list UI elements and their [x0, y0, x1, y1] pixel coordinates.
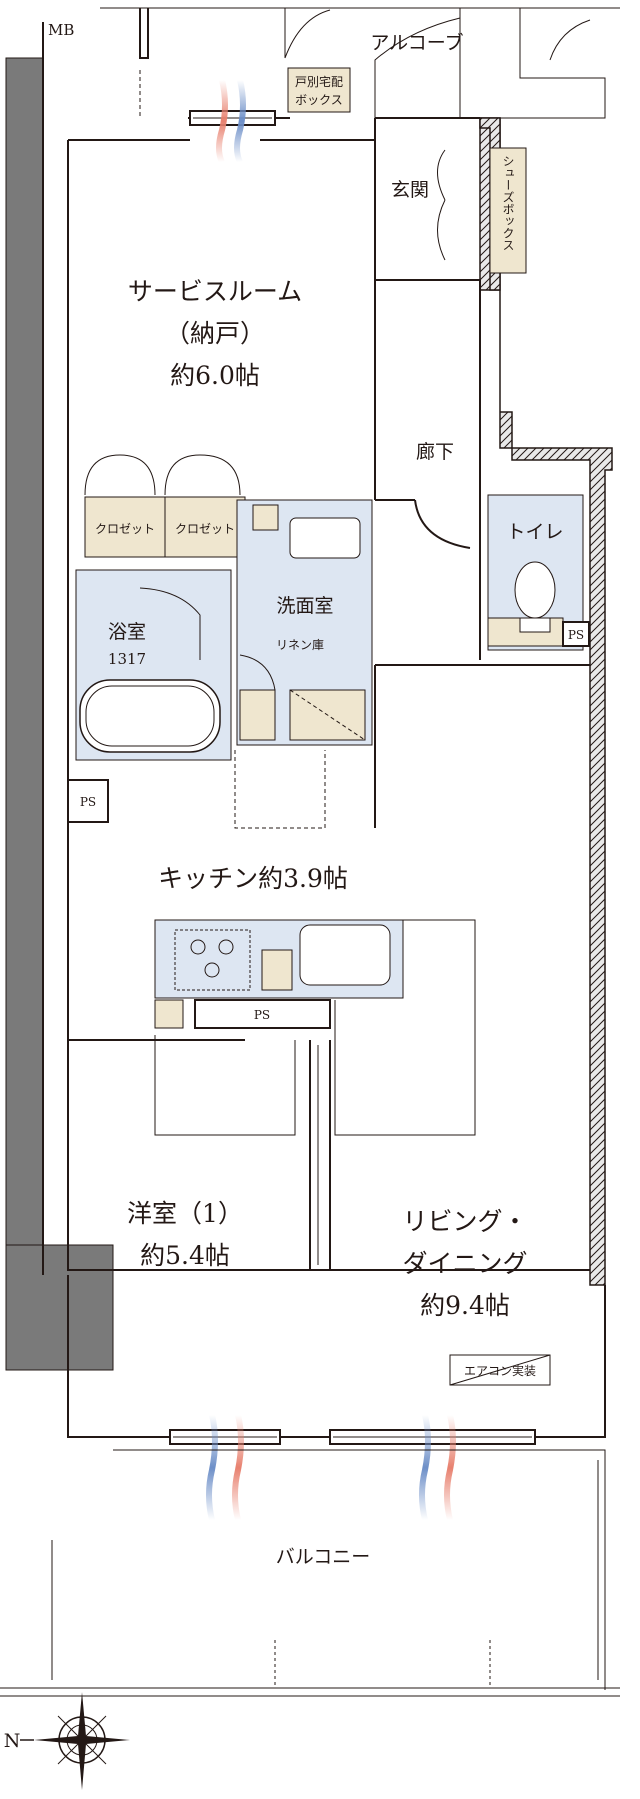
- apartment-outline: [42, 22, 590, 1275]
- western-room: 洋室（1） 約5.4帖: [127, 1199, 243, 1270]
- bathroom: 浴室 1317: [75, 569, 232, 761]
- bottom-windows: [67, 1275, 606, 1521]
- linen-label: リネン庫: [276, 638, 324, 652]
- delivery-box: 戸別宅配 ボックス: [287, 67, 351, 113]
- top-window: [189, 79, 276, 164]
- washroom-label: 洗面室: [276, 595, 333, 617]
- compass-north-label: N: [4, 1730, 21, 1752]
- living-label-1: リビング・: [402, 1207, 527, 1236]
- service-room-size: 約6.0帖: [170, 361, 260, 390]
- shoe-box-label: シューズボックス: [501, 155, 515, 251]
- western-room-label: 洋室（1）: [127, 1199, 243, 1228]
- entrance-label: 玄関: [391, 179, 429, 201]
- balcony: バルコニー: [0, 1449, 620, 1697]
- ps-kitchen-label: PS: [254, 1008, 270, 1022]
- ps-left-label: PS: [80, 795, 96, 809]
- kitchen-label: キッチン約3.9帖: [158, 864, 348, 893]
- washroom: 洗面室 リネン庫: [234, 499, 376, 829]
- structural-columns: [5, 57, 114, 1371]
- hallway-label: 廊下: [416, 441, 454, 463]
- kitchen: キッチン約3.9帖 PS: [154, 864, 476, 1136]
- compass: N: [4, 1692, 130, 1790]
- balcony-label: バルコニー: [276, 1546, 371, 1568]
- exterior-wall-right: [479, 117, 613, 1286]
- bathroom-size-label: 1317: [108, 650, 146, 668]
- toilet-label: トイレ: [506, 521, 563, 543]
- living-dining: リビング・ ダイニング 約9.4帖 エアコン実装: [402, 1207, 551, 1386]
- aircon-label: エアコン実装: [464, 1363, 536, 1378]
- closets: クロゼット クロゼット: [84, 454, 246, 558]
- service-room: サービスルーム （納戸） 約6.0帖: [128, 277, 376, 500]
- alcove-area: [100, 7, 620, 119]
- living-size: 約9.4帖: [420, 1291, 510, 1320]
- alcove-label: アルコーブ: [370, 31, 463, 54]
- entrance: 玄関 シューズボックス: [391, 147, 527, 274]
- closet-2-label: クロゼット: [175, 522, 235, 536]
- living-label-2: ダイニング: [402, 1249, 527, 1278]
- service-room-sub-label: （納戸）: [165, 319, 265, 348]
- bathroom-label: 浴室: [108, 621, 146, 643]
- hallway: 廊下: [375, 280, 590, 666]
- toilet: トイレ PS: [487, 494, 590, 651]
- western-room-size: 約5.4帖: [140, 1241, 230, 1270]
- closet-1-label: クロゼット: [95, 522, 155, 536]
- delivery-box-label-2: ボックス: [295, 93, 343, 107]
- service-room-label: サービスルーム: [128, 277, 302, 306]
- mb-label: MB: [48, 21, 74, 39]
- ps-left: PS: [67, 779, 109, 823]
- ps-toilet-label: PS: [568, 628, 584, 642]
- delivery-box-label-1: 戸別宅配: [295, 74, 343, 89]
- room-partition: [68, 1039, 331, 1270]
